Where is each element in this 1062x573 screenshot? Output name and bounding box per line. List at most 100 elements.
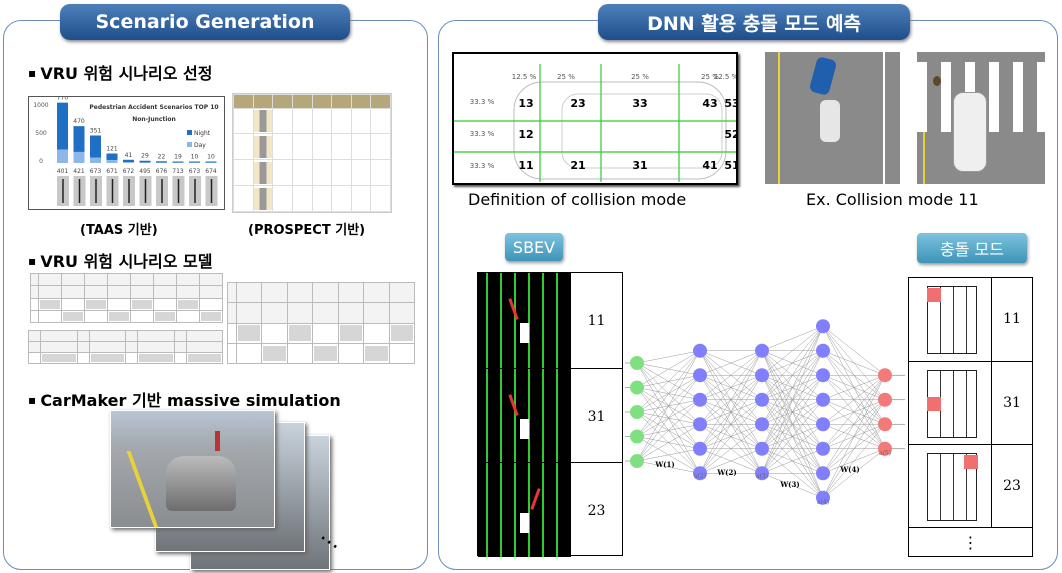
table-cell [291,185,313,212]
bar-night [139,160,151,163]
road-yellow-line [778,52,780,184]
hidden-node [755,392,769,407]
table-cell [233,133,254,161]
bar-day [139,162,151,163]
nn-connection [761,375,824,474]
table-cell [235,342,262,365]
collision-mode-cell: 53 [724,97,736,110]
table-cell [185,341,224,353]
y-tick-label: 0 [39,158,43,165]
table-cell [252,107,274,135]
category-label: 495 [139,168,151,175]
table-cell [129,297,154,311]
table-cell [363,281,390,304]
table-cell [152,309,177,324]
nn-connection [822,375,886,474]
scenario-thumbnail [187,354,221,362]
hidden-node [755,466,769,481]
collision-mode-cell: 43 [702,97,717,110]
scenario-thumbnail [200,311,221,321]
sbev-mode-number: 11 [587,313,606,329]
row-percent: 33.3 % [470,130,495,138]
table-cell [311,107,333,135]
scenario-thumbnail [85,299,106,309]
caption-example: Ex. Collision mode 11 [806,190,979,209]
lane-line [500,463,502,558]
output-node [878,441,892,456]
table-cell [185,330,224,342]
bar-day [90,157,101,163]
bar-night [205,161,217,163]
table-cell [124,330,139,342]
nn-connection [761,424,824,474]
nn-connection [636,424,701,462]
table-cell [272,159,293,187]
table-cell [60,297,85,311]
nn-connection [761,448,824,474]
column-percent: 25 % [557,73,575,81]
scenario-thumbnail [177,299,198,309]
lane-line [542,368,544,463]
vehicle-box [520,323,529,343]
input-node [630,454,644,468]
legend-day: Day [194,142,206,149]
table-cell [88,352,127,364]
nn-connection [636,350,701,462]
legend-night: Night [194,130,211,137]
hidden-node [693,392,707,407]
input-node [630,429,644,444]
collision-mode-row: 31 [909,361,1032,444]
nn-connection [761,326,824,400]
car-cabin-outline [561,93,723,169]
bar-night [73,126,85,152]
bar-night [172,161,184,163]
collision-mode-label: 충돌 모드 [917,233,1027,263]
activation-label: a(2) [694,473,706,480]
output-node [878,392,892,407]
nn-connection [636,448,701,462]
table-cell [261,322,288,344]
bar-night [90,135,101,158]
lane-line [500,368,502,463]
white-car [820,100,840,142]
hidden-node [693,441,707,456]
collision-mode-row: 23 [909,444,1032,527]
hidden-node [816,417,830,432]
row-percent: 33.3 % [470,98,495,106]
table-cell [129,309,154,324]
weight-label: W(1) [654,460,674,469]
scenario-thumbnail [90,354,124,362]
table-cell [311,185,333,212]
bullet-vru-selection: VRU 위험 시나리오 선정 [28,60,212,84]
table-cell [88,341,127,353]
lane-line [556,463,558,558]
bar-day [123,162,134,163]
column-percent: 25 % [701,73,719,81]
legend-swatch-day [187,142,192,147]
table-cell [83,272,108,287]
table-cell [40,352,78,364]
table-cell [37,285,62,299]
nn-connection [699,424,763,474]
bar-value-label: 770 [57,97,69,102]
nn-connection [699,448,763,474]
collision-mode-number: 23 [1003,478,1021,494]
table-cell [291,159,313,187]
table-cell [40,341,78,353]
table-cell [27,341,42,353]
pedestrian [933,76,941,86]
neural-network: W(1)W(2)W(3)W(4)a(2)a(3)a(4)a(5) [625,319,905,506]
table-cell [198,285,224,299]
table-cell [30,272,39,287]
table-cell [175,309,200,324]
table-cell [137,352,175,364]
table-cell [137,330,175,342]
hidden-node [816,490,830,505]
table-cell [137,341,175,353]
intersection-diagram [253,187,273,210]
collision-mode-cell: 41 [702,159,717,172]
sbev-label: SBEV [505,233,563,261]
table-cell [227,342,237,365]
hidden-node [755,368,769,383]
nn-connection [761,326,824,474]
